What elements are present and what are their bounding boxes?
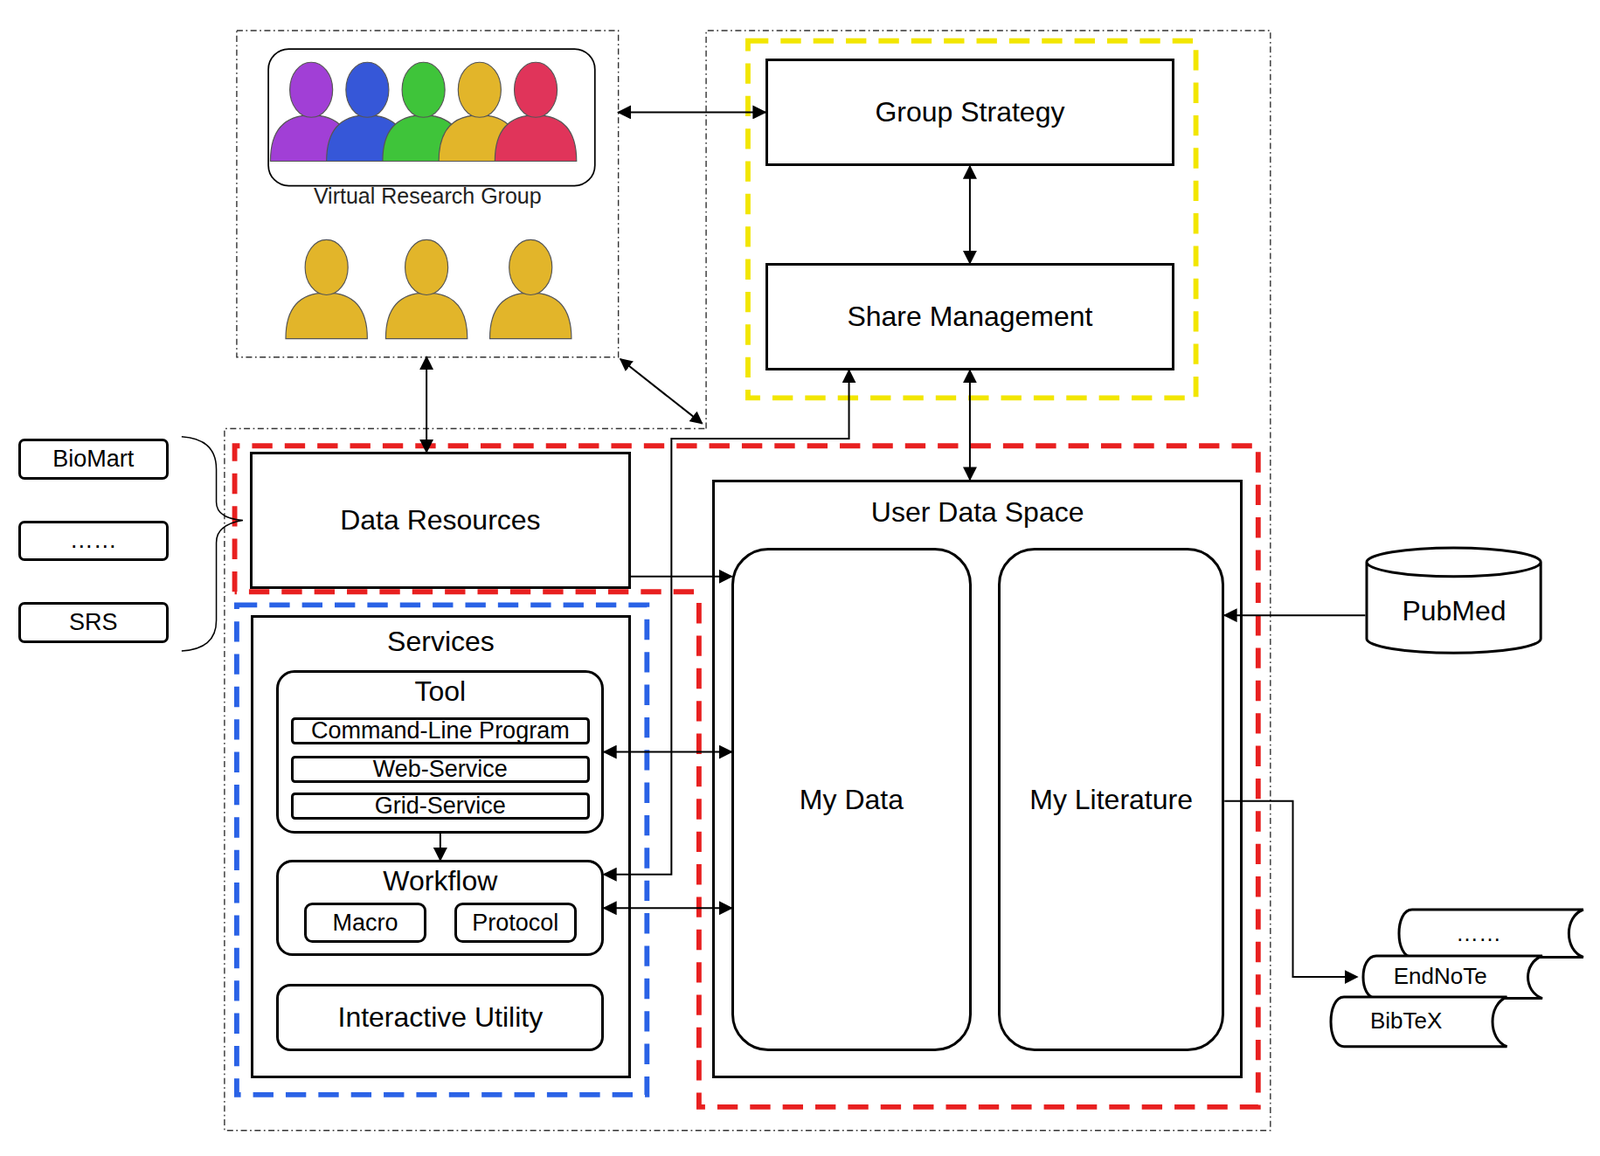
tool-item: Command-Line Program — [290, 717, 590, 746]
node-label: …… — [1455, 921, 1502, 948]
workflow-item: Protocol — [454, 902, 577, 943]
node-label: Data Resources — [339, 504, 541, 537]
tool-item: Web-Service — [290, 755, 590, 783]
node-label: Interactive Utility — [337, 1001, 543, 1034]
node-label: My Data — [799, 783, 904, 817]
connector-arrow — [425, 357, 428, 453]
group-region — [236, 30, 619, 358]
source-box: BioMart — [18, 438, 169, 480]
people-icons — [270, 62, 576, 339]
node-label: Grid-Service — [374, 792, 506, 820]
brace — [181, 436, 243, 652]
workflow-item: Macro — [304, 902, 427, 943]
node-label: Workflow — [382, 865, 498, 898]
node-label: Protocol — [471, 909, 559, 937]
person-icon — [509, 239, 553, 295]
node-label: Command-Line Program — [311, 717, 570, 745]
share-box: Share Management — [765, 263, 1175, 371]
reference-book: EndNoTe — [1357, 954, 1546, 1001]
reference-book: …… — [1392, 907, 1587, 959]
person-icon — [401, 62, 445, 118]
resource-box: Data Resources — [249, 451, 631, 589]
people-frame — [268, 48, 596, 186]
person-icon — [346, 62, 389, 118]
data-panel: My Data — [731, 547, 971, 1052]
node-label: Group Strategy — [874, 96, 1065, 129]
node-label: PubMed — [1401, 595, 1506, 628]
person-icon — [385, 292, 467, 340]
person-icon — [494, 115, 576, 162]
source-box: SRS — [18, 602, 169, 644]
node-label: Share Management — [846, 300, 1093, 333]
person-icon — [290, 62, 333, 118]
connector-arrow — [969, 370, 971, 480]
database-cylinder: PubMed — [1364, 547, 1543, 653]
node-label: Virtual Research Group — [313, 183, 542, 209]
data-region — [235, 445, 1259, 1108]
node-label: SRS — [69, 609, 118, 637]
service-region — [236, 604, 647, 1095]
connector-arrow — [630, 575, 733, 578]
reference-book: BibTeX — [1324, 995, 1511, 1049]
node-label: BibTeX — [1370, 1008, 1442, 1035]
person-icon — [457, 62, 501, 118]
workflow-box: WorkflowMacro Protocol — [276, 859, 604, 956]
group-box: Virtual Research Group — [236, 30, 619, 358]
person-icon — [405, 239, 449, 295]
node-label: …… — [69, 526, 118, 555]
strategy-box: Group Strategy — [765, 58, 1175, 167]
person-icon — [514, 62, 558, 118]
connector-arrow — [439, 833, 442, 860]
connector-arrow — [1224, 801, 1358, 977]
connector-arrow — [969, 166, 971, 264]
tool-item: Grid-Service — [290, 792, 590, 819]
node-label: My Literature — [1029, 783, 1193, 817]
person-icon — [490, 292, 572, 340]
node-label: BioMart — [52, 445, 134, 473]
node-label: Web-Service — [373, 755, 508, 783]
user-space-box: User Data Space My Data My Literature — [712, 479, 1243, 1079]
group-system-arrow — [620, 359, 702, 424]
tool-box: ToolCommand-Line ProgramWeb-ServiceGrid-… — [276, 670, 604, 834]
node-label: User Data Space — [871, 496, 1085, 529]
connector-arrow — [618, 110, 766, 113]
node-label: EndNoTe — [1393, 963, 1488, 991]
literature-panel: My Literature — [997, 547, 1225, 1052]
person-icon — [285, 292, 368, 340]
source-box: …… — [18, 520, 169, 562]
node-label: Tool — [415, 675, 467, 708]
connector-arrow — [1224, 614, 1365, 617]
sharing-region — [748, 41, 1197, 399]
person-icon — [304, 239, 348, 295]
node-label: Macro — [332, 909, 399, 937]
utility-box: Interactive Utility — [276, 983, 604, 1052]
system-region — [224, 30, 1271, 1131]
services-box: ServicesToolCommand-Line ProgramWeb-Serv… — [250, 615, 631, 1079]
node-label: Services — [387, 625, 495, 659]
